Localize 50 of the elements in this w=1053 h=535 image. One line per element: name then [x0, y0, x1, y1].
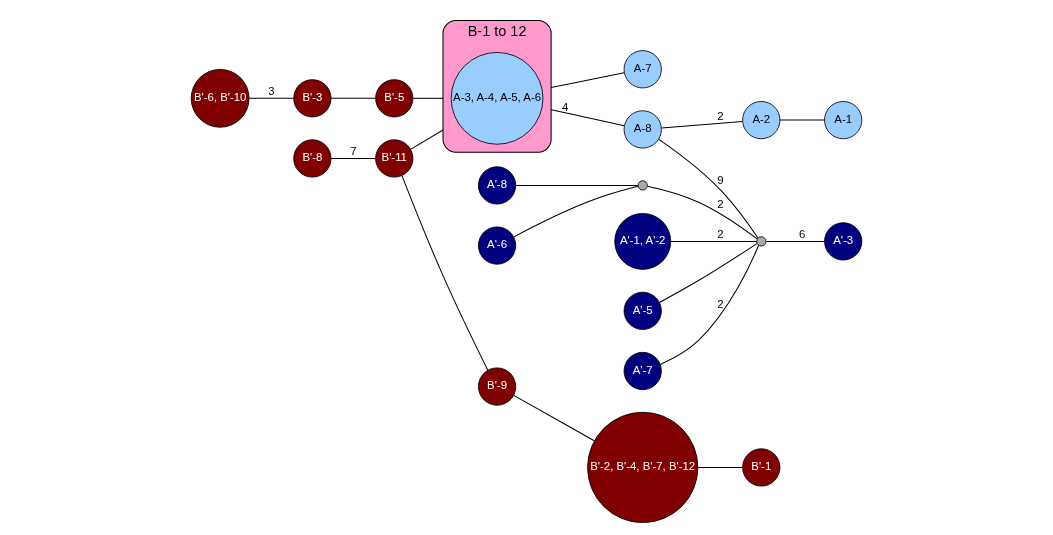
connector	[401, 175, 489, 371]
node-circle: A-1	[824, 101, 863, 140]
node-circle	[756, 236, 767, 247]
node-circle: B'-9	[478, 367, 517, 406]
edge-label: 2	[717, 109, 724, 122]
edge-label: 7	[350, 145, 357, 158]
connector	[330, 157, 377, 159]
node-circle: A'-1, A'-2	[614, 213, 672, 270]
node-circle: A'-3	[824, 222, 863, 261]
node-circle	[637, 180, 648, 191]
connector	[659, 244, 760, 365]
node-circle: B'-3	[293, 79, 332, 118]
edge-label: 9	[717, 174, 724, 187]
connector	[412, 97, 444, 99]
node-circle: A-2	[742, 101, 781, 140]
connector	[658, 138, 759, 239]
edge-label: 2	[717, 198, 724, 211]
connector	[697, 466, 743, 468]
node-circle: A'-5	[623, 291, 662, 330]
connector	[660, 121, 743, 129]
edge-label: 4	[561, 100, 569, 113]
node-circle: A-3, A-4, A-5, A-6	[450, 52, 544, 145]
connector	[550, 72, 625, 89]
edge-label: 6	[799, 228, 806, 241]
edge-label: 2	[717, 228, 724, 241]
node-circle: B'-1	[742, 448, 781, 487]
connector	[670, 240, 757, 242]
connector	[513, 185, 639, 238]
connector	[248, 97, 295, 99]
connector	[410, 129, 444, 150]
edge-label: 3	[268, 85, 275, 97]
node-circle: B'-6, B'-10	[190, 68, 250, 128]
connector	[647, 185, 758, 240]
connector	[779, 119, 825, 121]
node-circle: A'-8	[478, 166, 517, 205]
connector	[765, 240, 825, 242]
node-circle: B'-11	[375, 139, 414, 178]
node-circle: B'-8	[293, 139, 332, 178]
connector	[330, 97, 377, 99]
connector	[513, 394, 595, 442]
edge-label: 2	[717, 297, 724, 310]
node-circle: A'-7	[623, 351, 662, 391]
node-circle: B'-5	[375, 79, 414, 118]
node-circle: A'-6	[478, 226, 517, 265]
connector	[515, 184, 639, 186]
connector	[550, 109, 625, 127]
node-circle: A-7	[623, 50, 662, 89]
node-circle: A-8	[623, 110, 662, 149]
node-circle: B'-2, B'-4, B'-7, B'-12	[587, 411, 699, 523]
connector	[659, 243, 758, 303]
